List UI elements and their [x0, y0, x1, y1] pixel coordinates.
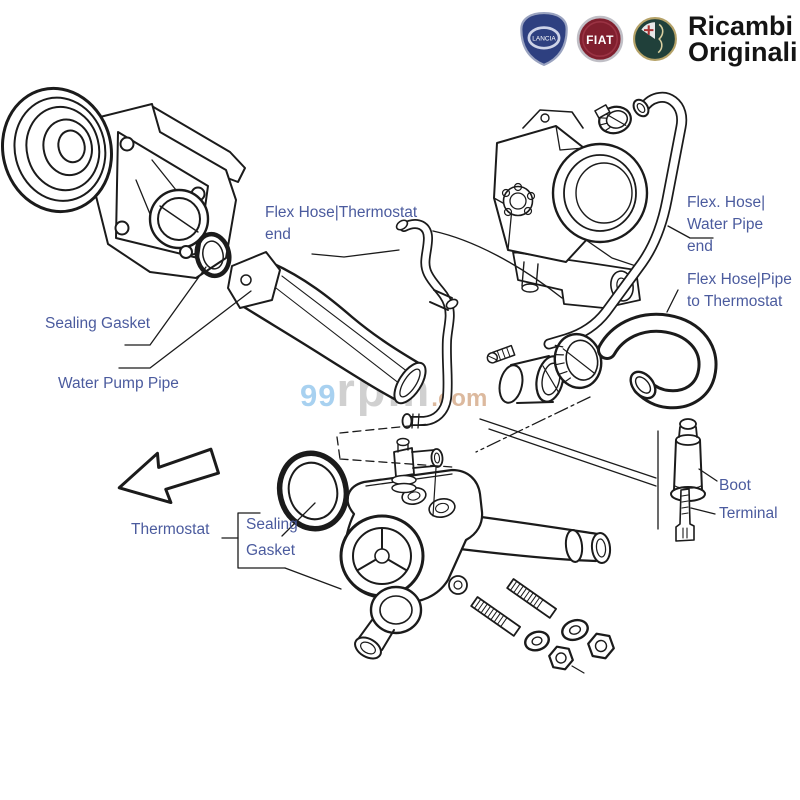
label-boot: Boot	[719, 475, 751, 497]
label-line: Flex Hose|Pipe	[687, 271, 792, 288]
washer	[524, 630, 550, 652]
lancia-label: LANCIA	[532, 36, 556, 43]
flex-hose-thermostat-end-part	[395, 219, 459, 429]
label-line: Terminal	[719, 505, 778, 522]
label-sealing-gasket-top: Sealing Gasket	[45, 313, 150, 335]
throttle-body	[493, 109, 649, 309]
terminal-part	[675, 488, 695, 542]
label-line: Boot	[719, 477, 751, 494]
clamp-screw	[486, 344, 516, 364]
studs-washers-nuts	[470, 578, 615, 674]
water-pump	[0, 86, 246, 279]
label-line: Sealing	[246, 516, 298, 533]
label-line: Water Pipe	[687, 216, 764, 233]
label-sealing-gasket-bottom: Sealing Gasket	[246, 512, 298, 564]
label-water-pump-pipe: Water Pump Pipe	[58, 373, 179, 395]
label-line: Thermostat	[131, 521, 210, 538]
sealing-gasket-top-ring	[194, 231, 232, 279]
fiat-logo: FIAT	[576, 15, 624, 63]
direction-arrow	[117, 447, 220, 505]
label-line: Flex Hose|Thermostat	[265, 204, 418, 221]
alfa-romeo-logo	[633, 17, 677, 61]
label-line: Sealing Gasket	[45, 315, 151, 332]
label-line: Water Pump Pipe	[58, 375, 179, 392]
water-pump-pipe-part	[227, 251, 427, 405]
sealing-gasket-bottom-ring	[276, 450, 350, 532]
label-flex-hose-thermostat-end: Flex Hose|Thermostat end	[265, 202, 417, 246]
label-line: end	[687, 238, 713, 255]
label-flex-hose-pipe-to-thermostat: Flex Hose|Pipe to Thermostat	[687, 269, 792, 313]
nut	[548, 645, 574, 671]
label-line: end	[265, 226, 291, 243]
label-line: to Thermostat	[687, 293, 783, 310]
brand-line2: Originali	[688, 37, 798, 67]
leader-lines	[118, 225, 718, 590]
label-line: Flex. Hose|	[687, 194, 766, 211]
lancia-logo: LANCIA	[520, 12, 568, 66]
watermark-99: 99	[300, 378, 337, 413]
flex-hose-pipe-to-thermostat-part	[597, 312, 718, 410]
brand-line1: Ricambi	[688, 11, 794, 41]
thermostat-housing	[339, 437, 612, 660]
label-terminal: Terminal	[719, 503, 778, 525]
brand-header: LANCIA FIAT Ricambi Originali	[520, 8, 798, 70]
flex-hose-water-pipe-end-part	[543, 91, 688, 350]
label-flex-hose-water-pipe-end: Flex. Hose| Water Pipe end	[687, 192, 765, 258]
hose-clamp-top	[594, 104, 632, 135]
short-hose	[486, 344, 565, 404]
brand-title: Ricambi Originali	[688, 11, 798, 67]
washer	[561, 618, 589, 642]
fiat-label: FIAT	[586, 33, 614, 47]
nut	[587, 632, 615, 660]
elbow-fitting	[391, 437, 444, 494]
label-thermostat: Thermostat	[131, 519, 209, 541]
water-pump-pulley	[0, 86, 114, 214]
label-line: Gasket	[246, 542, 296, 559]
